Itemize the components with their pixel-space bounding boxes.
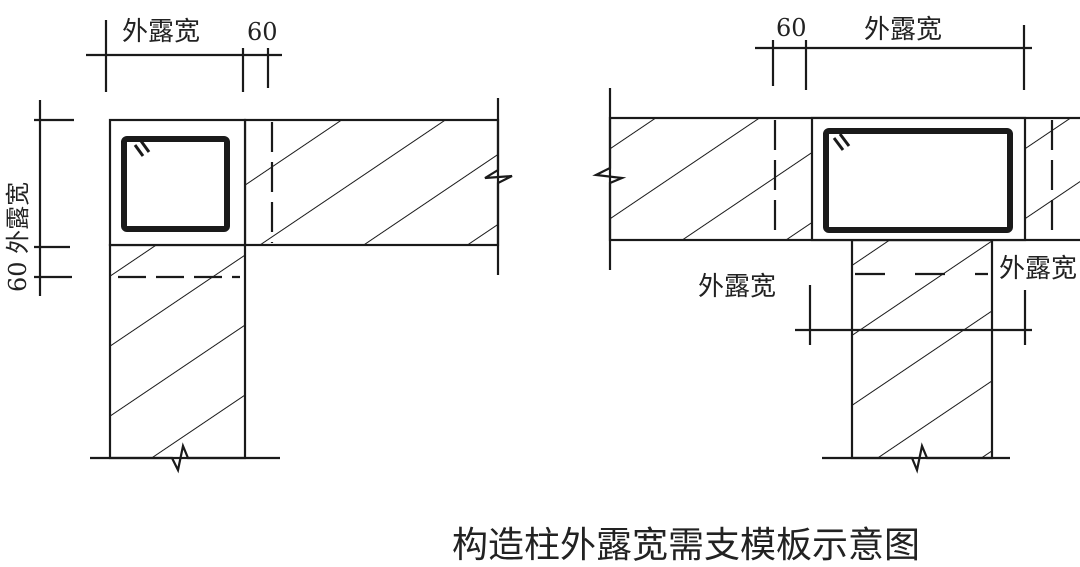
left-top-exposed-width-label: 外露宽: [122, 17, 200, 47]
right-wall-vertical: [850, 238, 994, 460]
left-break-lines: [90, 98, 513, 474]
right-top-dimension: [755, 25, 1032, 90]
right-lower-dimension: [795, 285, 1032, 345]
right-lower-right-exposed-width-label: 外露宽: [999, 254, 1077, 284]
left-side-dimension-label: 60 外露宽: [4, 182, 32, 292]
diagram-caption: 构造柱外露宽需支模板示意图: [452, 525, 920, 566]
right-top-sixty-label: 60: [776, 14, 807, 42]
left-wall-vertical: [108, 243, 247, 460]
left-column: [108, 118, 247, 247]
right-lower-left-exposed-width-label: 外露宽: [698, 272, 776, 302]
left-side-dimension: [34, 100, 74, 296]
right-column: [810, 116, 1027, 242]
left-wall-horizontal: [243, 118, 500, 247]
left-top-dimension: [86, 20, 282, 92]
right-top-exposed-width-label: 外露宽: [864, 15, 942, 45]
left-top-sixty-label: 60: [247, 18, 278, 46]
right-break-lines: [592, 88, 1010, 474]
